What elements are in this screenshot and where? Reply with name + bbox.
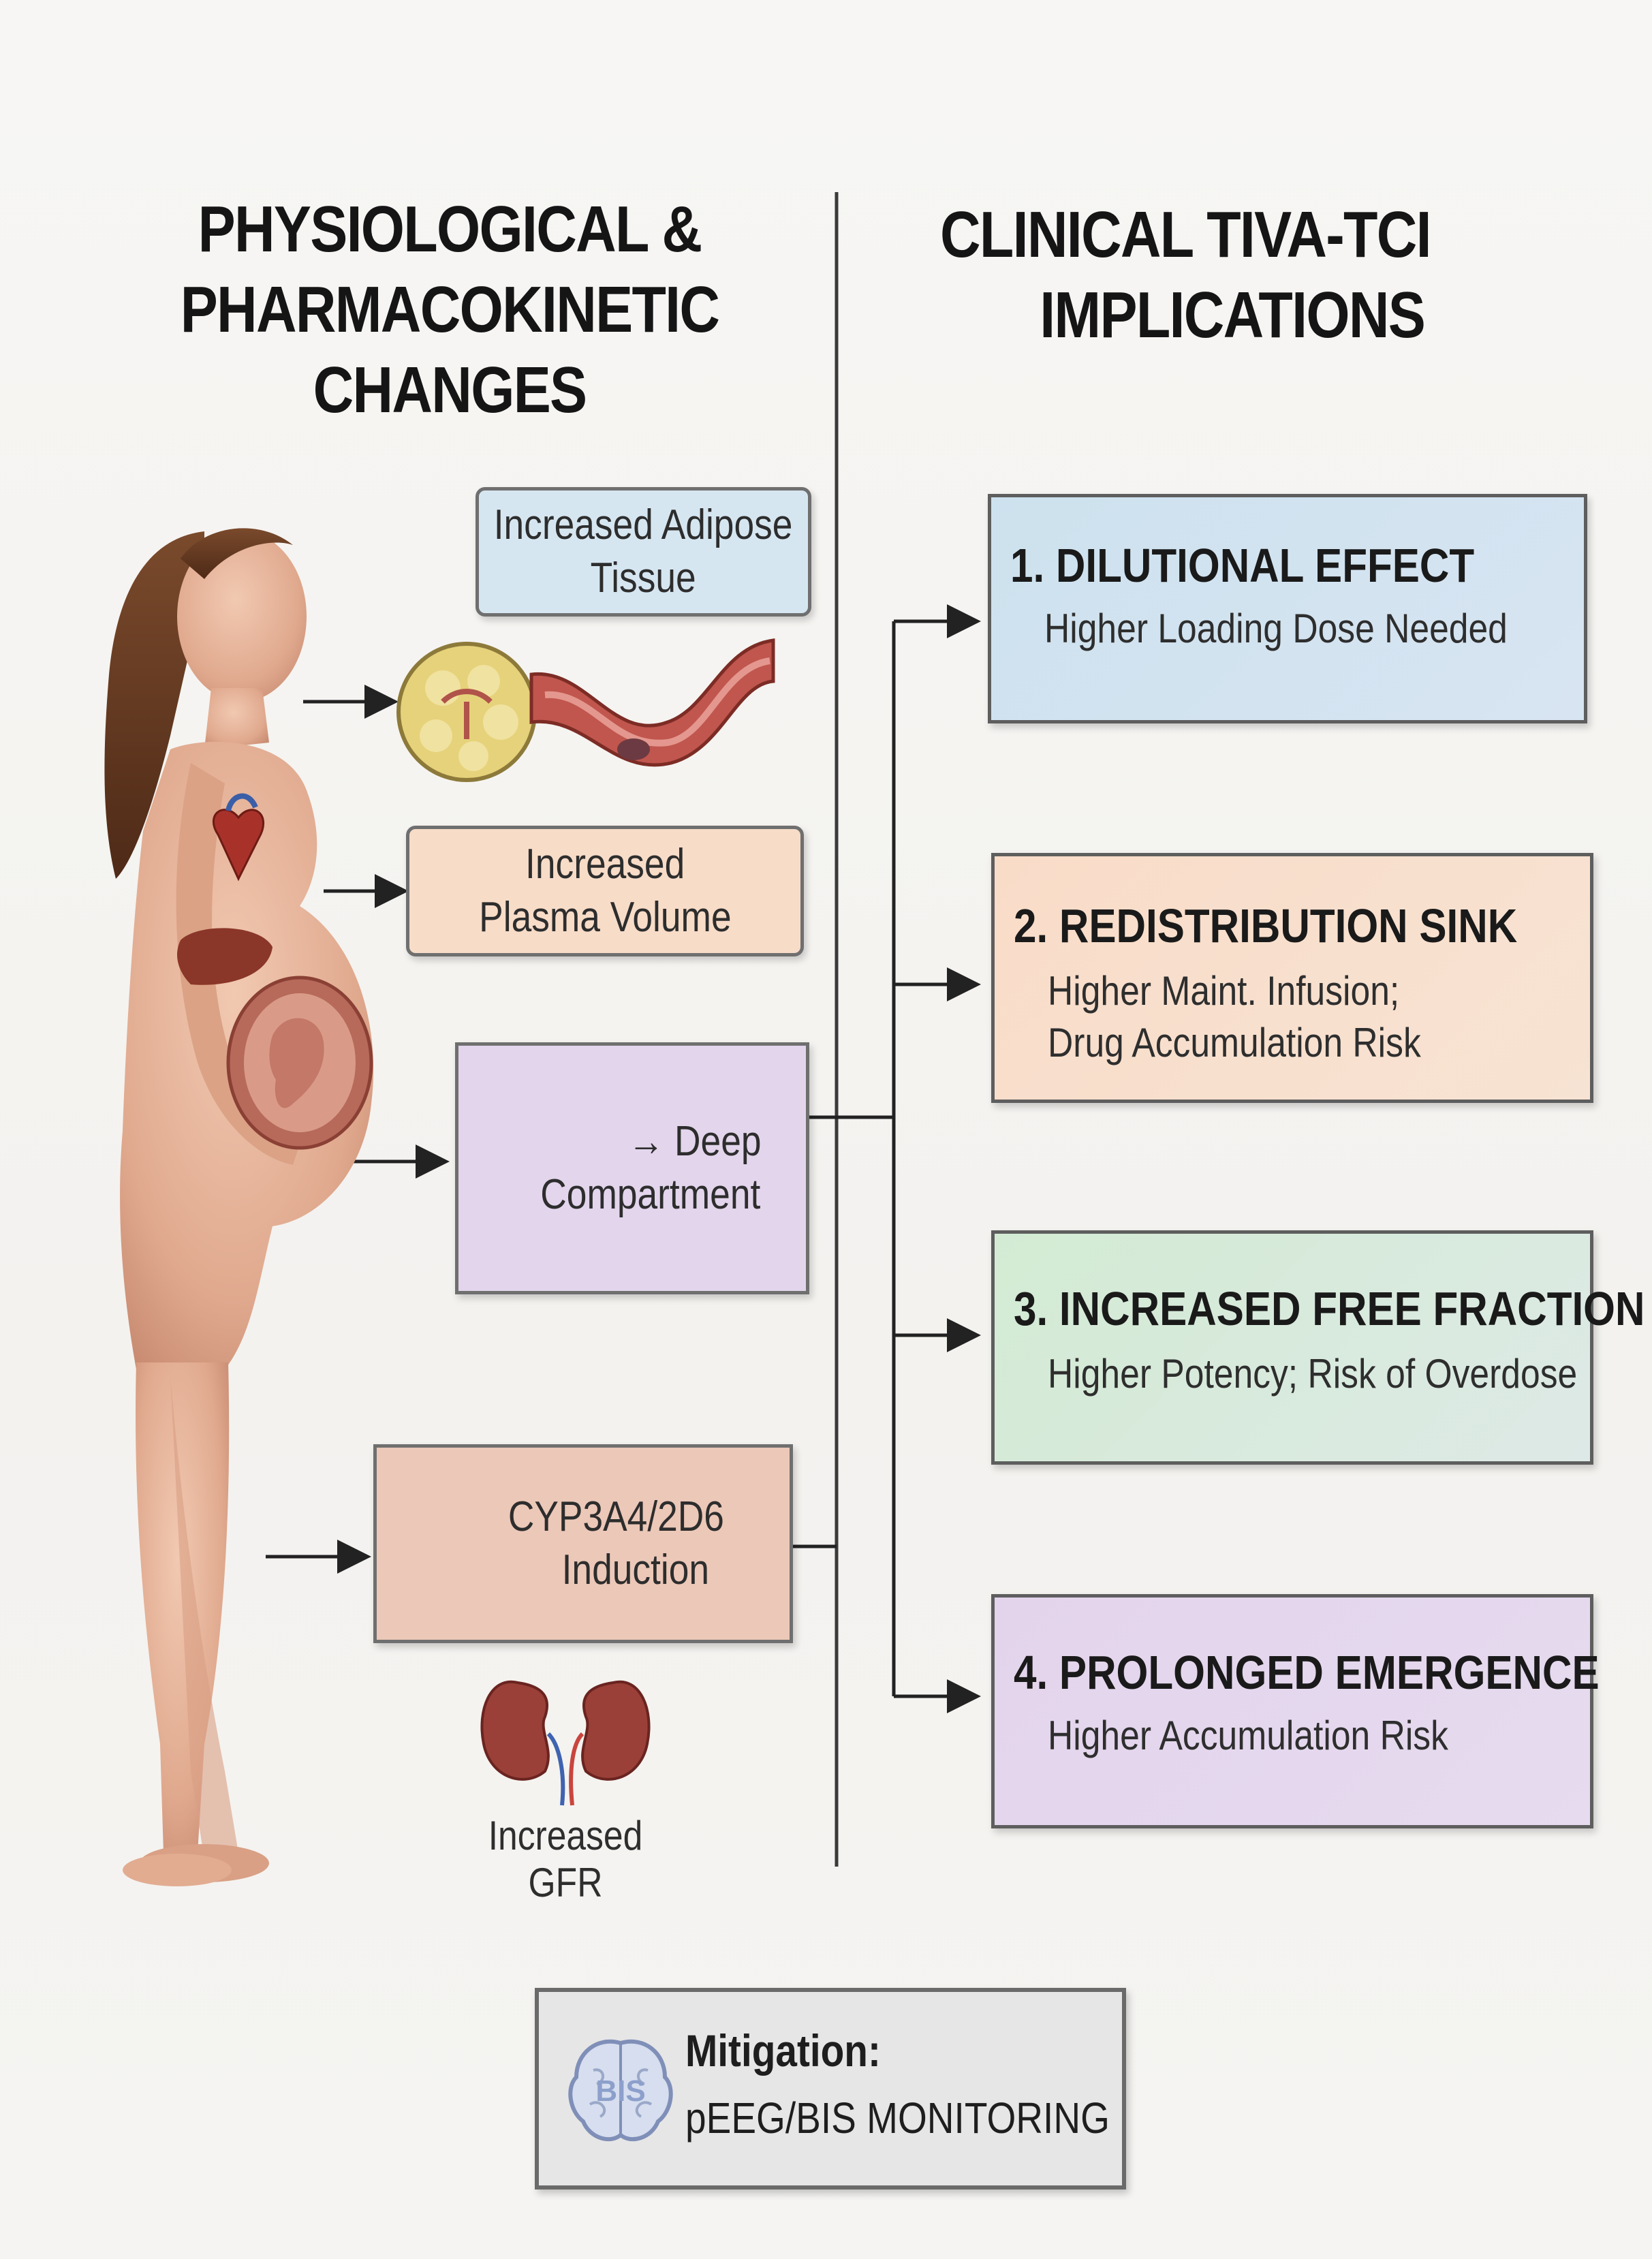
implication-4-box: 4. PROLONGED EMERGENCE Higher Accumulati… <box>991 1594 1600 1828</box>
plasma-line: Increased <box>525 841 685 888</box>
adipose-vessel-illustration <box>396 638 775 782</box>
implication-line: Higher Loading Dose Needed <box>1044 606 1508 651</box>
implication-line: Higher Accumulation Risk <box>1048 1713 1448 1758</box>
implication-text: Higher Potency; Risk of Overdose <box>1048 1348 1577 1400</box>
brain-icon-text: BIS <box>595 2074 645 2108</box>
adipose-line: Tissue <box>590 555 697 602</box>
implication-line: Higher Maint. Infusion; <box>1048 968 1400 1014</box>
gfr-label: Increased GFR <box>488 1813 643 1905</box>
fetus <box>269 1018 324 1108</box>
left-heading-line: PHARMACOKINETIC <box>180 273 720 346</box>
mitigation-label: Mitigation: <box>685 2025 881 2076</box>
right-heading-line: CLINICAL TIVA-TCI <box>940 198 1432 271</box>
brain-icon: BIS <box>559 2029 682 2152</box>
implication-3-box: 3. INCREASED FREE FRACTION Higher Potenc… <box>991 1230 1645 1465</box>
implication-title: 2. REDISTRIBUTION SINK <box>1014 899 1518 952</box>
kidneys-icon <box>480 1680 651 1806</box>
implication-text: Higher Accumulation Risk <box>1048 1710 1448 1762</box>
right-heading-line: IMPLICATIONS <box>1040 279 1426 352</box>
plasma-line: Plasma Volume <box>478 894 732 941</box>
implication-1-box: 1. DILUTIONAL EFFECT Higher Loading Dose… <box>988 494 1587 723</box>
cyp-induction-box: CYP3A4/2D6 Induction <box>373 1444 793 1643</box>
implication-line: Higher Potency; Risk of Overdose <box>1048 1351 1578 1397</box>
implication-title: 4. PROLONGED EMERGENCE <box>1014 1646 1600 1699</box>
implication-text: Higher Loading Dose Needed <box>1044 603 1508 655</box>
mitigation-box: BIS Mitigation: pEEG/BIS MONITORING <box>535 1988 1126 2190</box>
deep-line: Compartment <box>540 1171 761 1218</box>
liver-organ <box>177 928 272 985</box>
right-heading: CLINICAL TIVA-TCI IMPLICATIONS <box>940 195 1491 356</box>
implication-2-box: 2. REDISTRIBUTION SINK Higher Maint. Inf… <box>991 853 1593 1103</box>
implication-line: Drug Accumulation Risk <box>1048 1020 1421 1065</box>
left-heading: PHYSIOLOGICAL & PHARMACOKINETIC CHANGES <box>134 189 766 431</box>
implication-title: 3. INCREASED FREE FRACTION <box>1014 1282 1645 1335</box>
deep-compartment-box: → Deep Compartment <box>455 1042 809 1294</box>
adipose-box: Increased Adipose Tissue <box>476 487 811 617</box>
adipose-line: Increased Adipose <box>494 501 793 548</box>
heart-organ <box>213 809 264 882</box>
pregnant-woman-figure <box>104 528 374 1886</box>
plasma-box: Increased Plasma Volume <box>406 826 804 956</box>
deep-line: → Deep <box>627 1118 762 1165</box>
left-heading-line: CHANGES <box>313 354 588 426</box>
cyp-line: Induction <box>561 1546 710 1593</box>
implication-text: Higher Maint. Infusion; Drug Accumulatio… <box>1048 965 1421 1069</box>
left-heading-line: PHYSIOLOGICAL & <box>198 193 702 266</box>
mitigation-text: pEEG/BIS MONITORING <box>685 2093 1110 2143</box>
implication-title: 1. DILUTIONAL EFFECT <box>1010 539 1475 592</box>
cyp-line: CYP3A4/2D6 <box>508 1493 725 1540</box>
